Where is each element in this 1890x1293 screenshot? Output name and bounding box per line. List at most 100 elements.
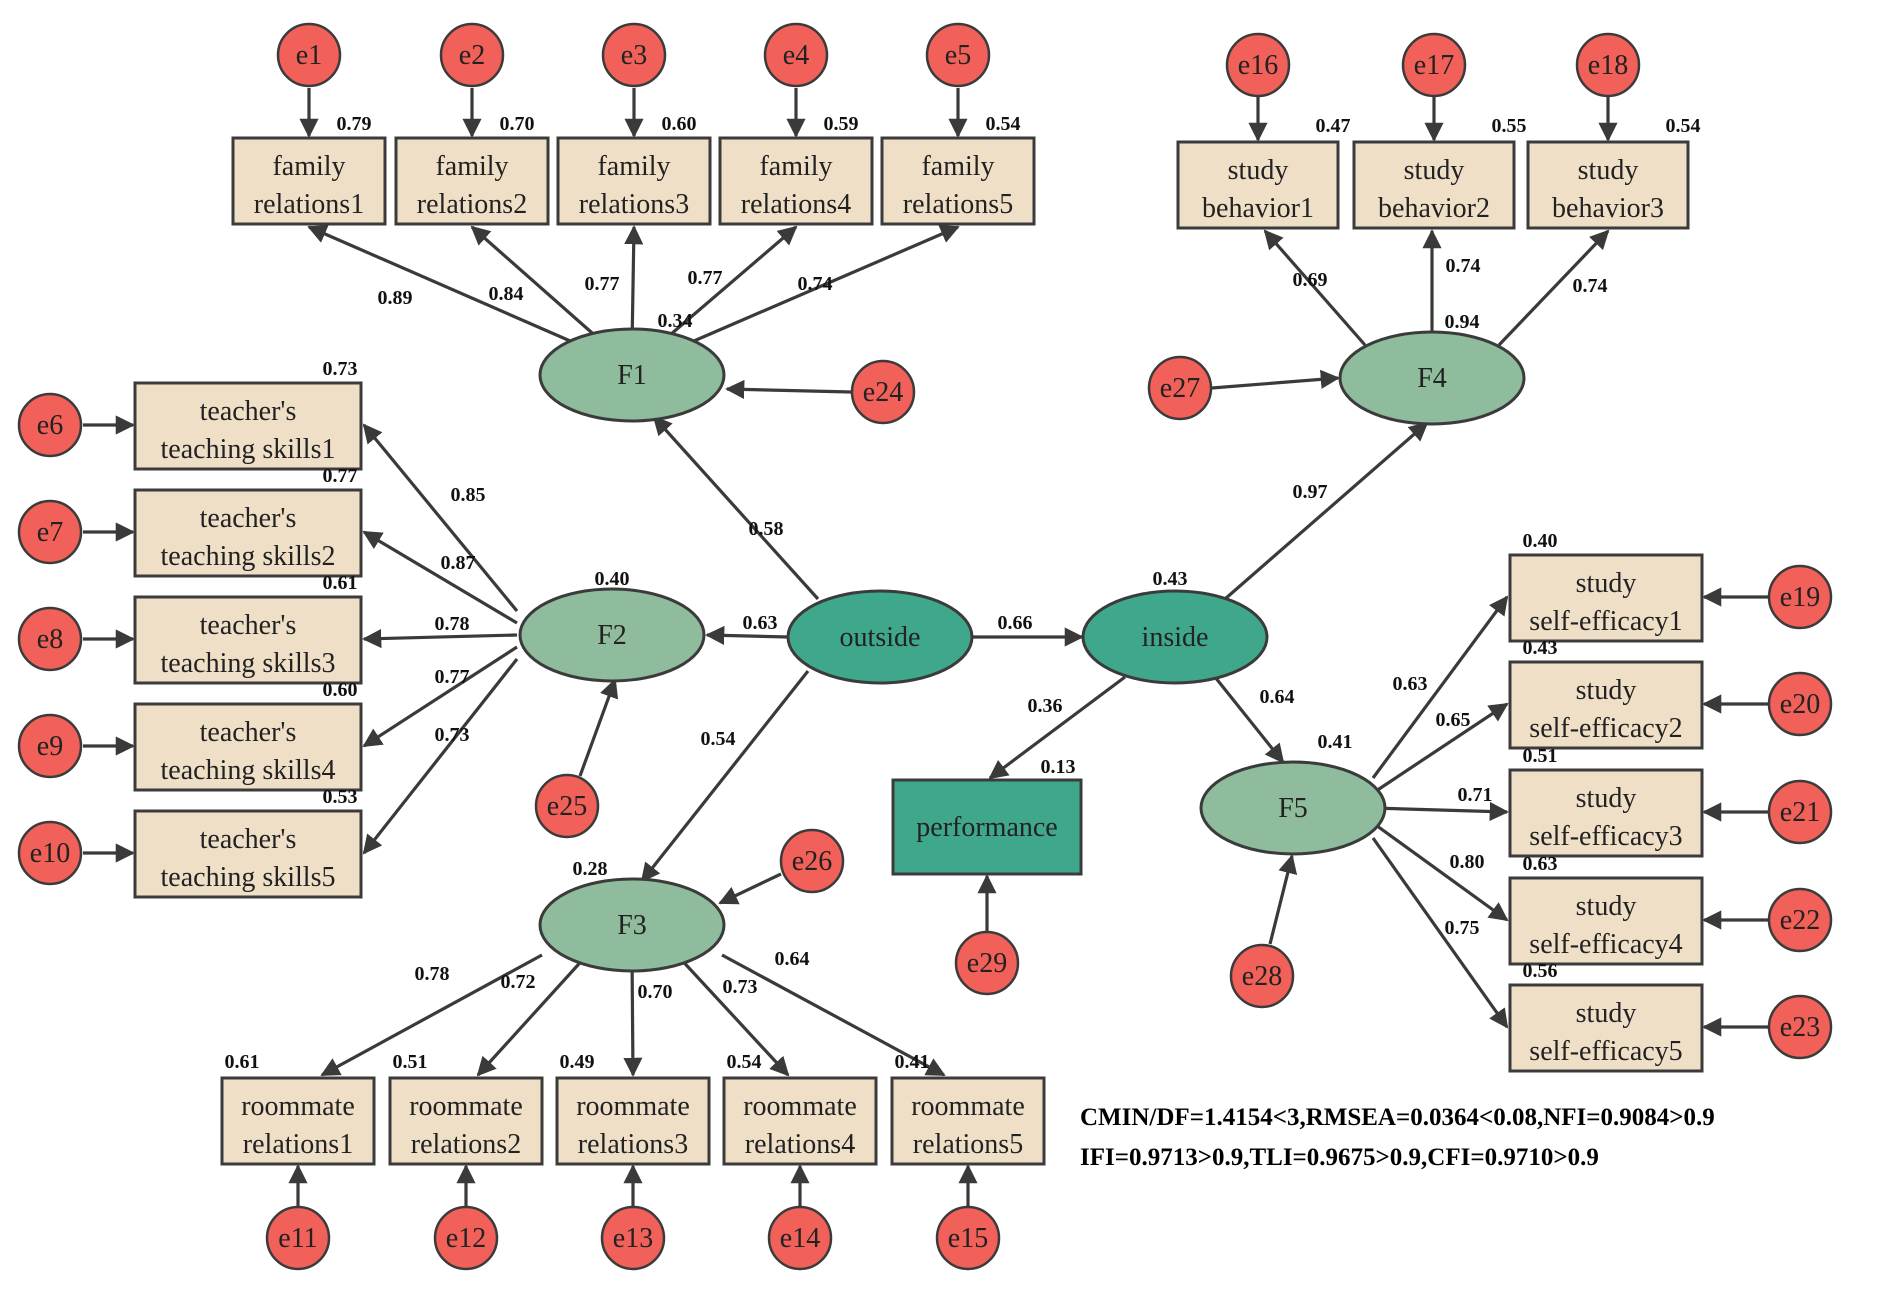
loading-F5-efficacy-4 [1372,821,1509,922]
behavior-r2-2: 0.55 [1492,115,1527,137]
roommate-relations-5 [890,1076,1046,1166]
family-relations-2-line1: family [435,151,508,182]
error-e13 [600,1205,666,1271]
coef-outside-F2: 0.63 [743,612,778,634]
error-e19 [1767,564,1833,630]
roommate-relations-2-line2: relations2 [411,1129,521,1160]
efficacy-load-2: 0.65 [1436,709,1471,731]
roommate-relations-4-line1: roommate [743,1091,857,1122]
arrow-e26 [718,872,782,905]
family-relations-4 [718,136,874,226]
teaching-skills-5-line2: teaching skills5 [161,862,336,893]
teaching-skills-2 [133,488,363,578]
family-relations-3 [556,136,712,226]
error-e27 [1147,355,1213,421]
latent-F1 [538,327,726,423]
self-efficacy-4 [1508,876,1704,966]
roommate-relations-2-line1: roommate [409,1091,523,1122]
roommate-relations-5-line1: roommate [911,1091,1025,1122]
loading-F3-roommate-4 [675,953,790,1077]
family-relations-4-line2: relations4 [741,189,851,220]
latent-inside [1081,589,1269,685]
self-efficacy-1 [1508,553,1704,643]
loading-F1-family-5 [679,225,960,349]
error-e15-label: e15 [948,1223,988,1254]
error-e10 [17,820,83,886]
teacher-r2-4: 0.60 [323,679,358,701]
coef-outside-F3: 0.54 [701,728,736,750]
error-e21-label: e21 [1780,797,1820,828]
roommate-relations-3 [555,1076,711,1166]
teaching-skills-1-line2: teaching skills1 [161,434,336,465]
error-e18 [1575,32,1641,98]
roommate-load-2: 0.72 [501,971,536,993]
r2-F4: 0.94 [1445,311,1480,333]
roommate-r2-5: 0.41 [895,1051,930,1073]
teacher-load-5: 0.73 [435,724,470,746]
loading-F2-teacher-2 [362,530,518,625]
error-e7 [17,499,83,565]
error-e3 [601,22,667,88]
path-inside-F5 [1213,676,1285,764]
error-e18-label: e18 [1588,50,1628,81]
error-e2 [439,22,505,88]
latent-F2 [518,587,706,683]
teacher-r2-3: 0.61 [323,572,358,594]
error-e10-label: e10 [30,838,70,869]
error-e4-label: e4 [783,40,809,71]
family-r2-4: 0.59 [824,113,859,135]
error-e6 [17,392,83,458]
behavior-r2-3: 0.54 [1666,115,1701,137]
behavior-load-3: 0.74 [1573,275,1608,297]
error-e20 [1767,671,1833,737]
behavior-load-2: 0.74 [1446,255,1481,277]
error-e24-label: e24 [863,377,903,408]
performance-r2: 0.13 [1041,756,1076,778]
error-e26 [779,828,845,894]
loading-F1-family-1 [307,225,585,349]
teaching-skills-3 [133,595,363,685]
study-behavior-1-line2: behavior1 [1202,193,1314,224]
loading-F5-efficacy-3 [1372,801,1509,822]
arrow-e28 [1268,854,1298,945]
teaching-skills-2-line2: teaching skills2 [161,541,336,572]
study-behavior-2 [1352,140,1516,230]
error-e23-label: e23 [1780,1012,1820,1043]
error-e24 [850,359,916,425]
teaching-skills-3-line2: teaching skills3 [161,648,336,679]
family-load-2: 0.84 [489,283,524,305]
r2-F2: 0.40 [595,568,630,590]
loading-F3-roommate-2 [476,953,589,1077]
fit-indices-line2: IFI=0.9713>0.9,TLI=0.9675>0.9,CFI=0.9710… [1080,1144,1599,1171]
family-r2-3: 0.60 [662,113,697,135]
teaching-skills-5-line1: teacher's [200,824,297,855]
self-efficacy-1-line2: self-efficacy1 [1529,606,1682,637]
efficacy-load-5: 0.75 [1445,917,1480,939]
roommate-r2-2: 0.51 [393,1051,428,1073]
family-relations-2-line2: relations2 [417,189,527,220]
roommate-relations-2 [388,1076,544,1166]
error-e8 [17,606,83,672]
roommate-load-3: 0.70 [638,981,673,1003]
arrow-e27 [1211,369,1340,390]
error-e9 [17,713,83,779]
error-e15 [935,1205,1001,1271]
error-e16-label: e16 [1238,50,1278,81]
error-e20-label: e20 [1780,689,1820,720]
family-relations-3-line2: relations3 [579,189,689,220]
roommate-r2-4: 0.54 [727,1051,762,1073]
loading-F1-family-4 [654,225,798,349]
efficacy-load-4: 0.80 [1450,851,1485,873]
fit-indices-line1: CMIN/DF=1.4154<3,RMSEA=0.0364<0.08,NFI=0… [1080,1104,1715,1131]
teacher-load-3: 0.78 [435,613,470,635]
efficacy-r2-2: 0.43 [1523,637,1558,659]
loading-F5-efficacy-1 [1371,595,1509,779]
performance-label: performance [916,812,1057,843]
teaching-skills-2-line1: teacher's [200,503,297,534]
self-efficacy-2 [1508,660,1704,750]
latent-F5 [1199,760,1387,856]
family-relations-5 [880,136,1036,226]
coef-outside-inside: 0.66 [998,612,1033,634]
self-efficacy-1-line1: study [1576,568,1637,599]
r2-F5: 0.41 [1318,731,1353,753]
